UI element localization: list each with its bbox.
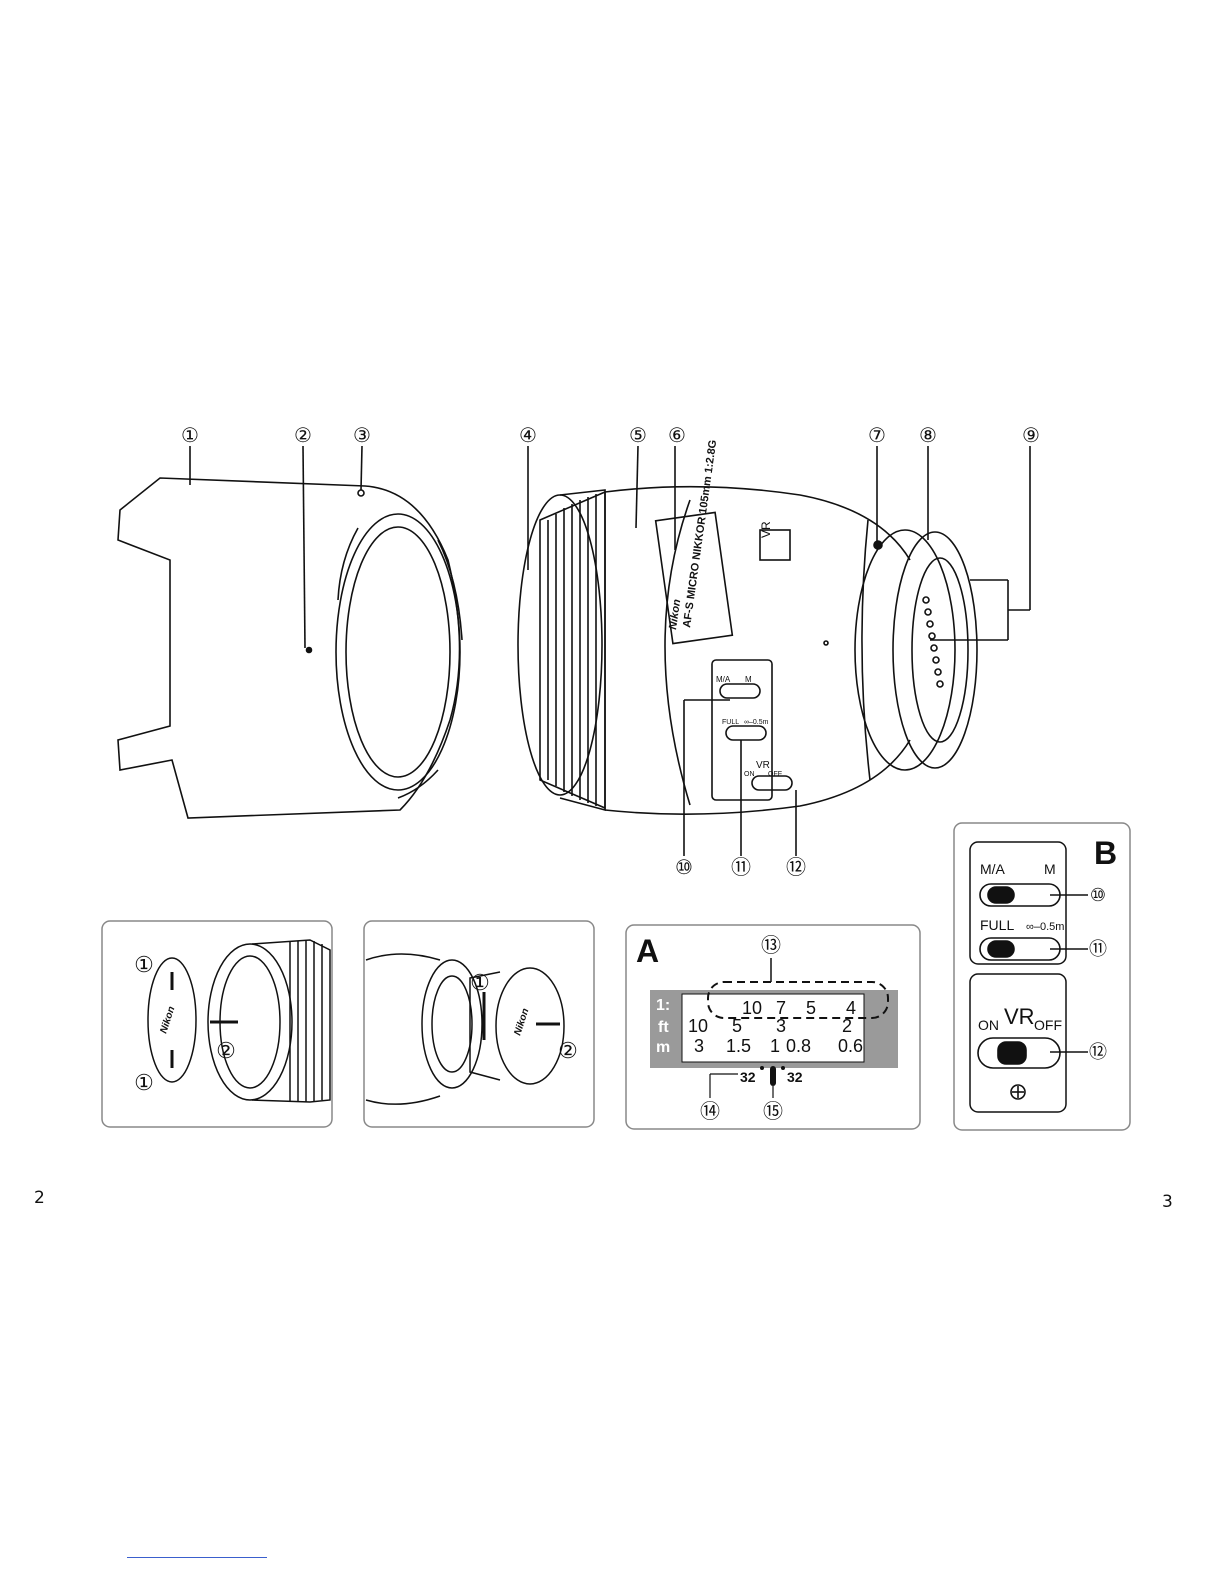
lens-switch-full-label: FULL [722,719,739,726]
scale-ratio-1: 10 [742,998,762,1018]
callout-10-b: ⑩ [1090,885,1106,905]
lens-switch-m-label: M [745,675,752,684]
scale-row-label-ft: ft [658,1019,669,1036]
panel-a-distance-scale: A ⑬ 1: ft m 10 7 5 4 10 5 3 2 3 1.5 1 0.… [626,925,920,1129]
callout-4: ④ [519,425,537,447]
front-cap-panel: Nikon ① ① ② [102,921,332,1127]
switch-on-label: ON [978,1017,999,1033]
callout-12-b: ⑫ [1089,1042,1107,1062]
index-mark [770,1066,776,1086]
lens-hood [118,478,462,818]
callout-13: ⑬ [761,934,781,957]
switch-range-label: ∞–0.5m [1026,921,1064,933]
callout-11: ⑪ [731,856,751,879]
lens-switch-range-label: ∞–0.5m [744,719,769,726]
scale-ratio-2: 7 [776,998,786,1018]
switch-m-label: M [1044,861,1056,877]
scale-row-label-ratio: 1: [656,997,670,1014]
lens-vr-badge: VR [759,521,773,538]
rear-cap-step2: ② [558,1038,578,1063]
front-cap-brand: Nikon [158,1005,177,1035]
lens-switch-ma-label: M/A [716,675,731,684]
focus-ring [540,492,605,808]
footer-rule [127,1557,267,1558]
scale-m-1: 3 [694,1036,704,1056]
aperture-mark-left: 32 [740,1069,756,1085]
callout-3: ③ [353,425,371,447]
scale-row-label-m: m [656,1039,670,1056]
scale-ft-2: 5 [732,1016,742,1036]
switch-vr-label: VR [1004,1004,1035,1029]
scale-ratio-3: 5 [806,998,816,1018]
scale-ft-4: 2 [842,1016,852,1036]
scale-m-2: 1.5 [726,1036,751,1056]
scale-m-5: 0.6 [838,1036,863,1056]
front-cap-step1-top: ① [134,952,154,977]
callout-11-b: ⑪ [1089,939,1107,959]
front-cap-step1-bottom: ① [134,1070,154,1095]
scale-ratio-4: 4 [846,998,856,1018]
callout-9: ⑨ [1022,425,1040,447]
page-number-right: 3 [1162,1192,1173,1212]
callout-15: ⑮ [763,1100,783,1123]
electrical-contacts [923,597,943,687]
panel-b-switches: B M/A M FULL ∞–0.5m VR ON OFF ⑩ [954,823,1130,1130]
scale-ft-1: 10 [688,1016,708,1036]
aperture-mark-right: 32 [787,1069,803,1085]
scale-m-4: 0.8 [786,1036,811,1056]
panel-b-letter: B [1094,835,1117,871]
callout-5: ⑤ [629,425,647,447]
callout-6: ⑥ [668,425,686,447]
callout-1: ① [181,425,199,447]
callout-10: ⑩ [675,857,693,879]
panel-a-letter: A [636,933,659,969]
leader-lines [190,446,1030,856]
lens-body [518,487,977,815]
lens-switch-vr-label: VR [756,760,770,771]
callout-14: ⑭ [700,1100,720,1123]
rear-cap-brand: Nikon [512,1007,531,1037]
callout-2: ② [294,425,312,447]
lens-switch-off-label: OFF [768,771,782,778]
callout-12: ⑫ [786,856,806,879]
switch-full-label: FULL [980,917,1014,933]
lens-switch-on-label: ON [744,771,755,778]
scale-m-3: 1 [770,1036,780,1056]
switch-off-label: OFF [1034,1017,1062,1033]
lens-model-label: AF-S MICRO NIKKOR 105mm 1:2.8G [681,439,719,628]
front-cap-step2: ② [216,1038,236,1063]
callout-8: ⑧ [919,425,937,447]
callout-7: ⑦ [868,425,886,447]
page-number-left: 2 [34,1188,45,1208]
switch-ma-label: M/A [980,861,1006,877]
rear-cap-step1: ① [470,970,490,995]
scale-ft-3: 3 [776,1016,786,1036]
rear-cap-panel: Nikon ① ② [364,921,594,1127]
